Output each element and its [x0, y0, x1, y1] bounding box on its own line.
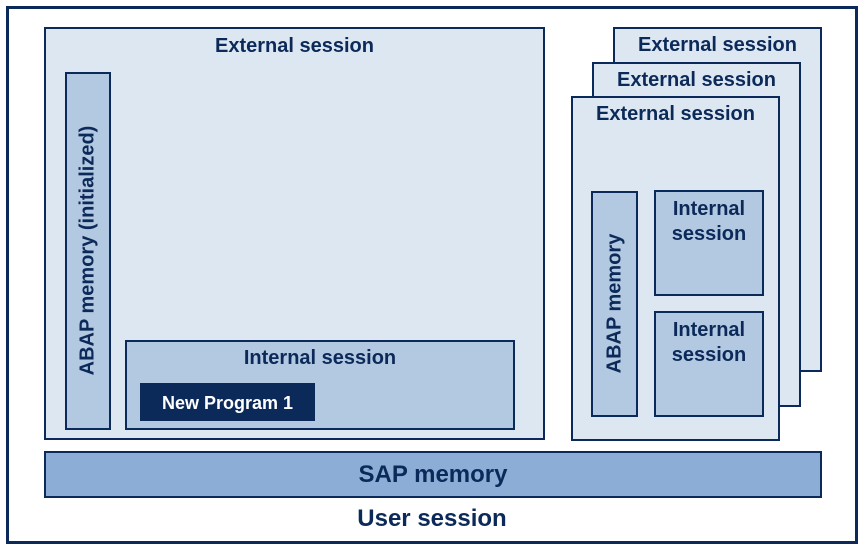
abap-memory-stacked-label: ABAP memory: [603, 233, 626, 374]
sap-memory-bar: SAP memory: [44, 451, 822, 498]
sap-memory-label: SAP memory: [358, 461, 508, 488]
abap-memory-stacked: ABAP memory: [591, 191, 638, 417]
internal-session-stacked-1-line2: session: [671, 223, 747, 245]
external-session-title: External session: [215, 35, 374, 57]
new-program-box: New Program 1: [140, 383, 315, 421]
internal-session-stacked-2: Internal session: [654, 311, 764, 417]
external-session-front-title: External session: [596, 103, 755, 125]
internal-session-title: Internal session: [243, 347, 397, 369]
internal-session-stacked-1-line1: Internal: [672, 198, 746, 220]
internal-session-stacked-1: Internal session: [654, 190, 764, 296]
external-session-middle-title: External session: [617, 69, 776, 91]
internal-session-stacked-2-line2: session: [671, 344, 747, 366]
new-program-label: New Program 1: [161, 393, 294, 413]
user-session-label: User session: [357, 505, 507, 532]
external-session-back-title: External session: [638, 34, 797, 56]
abap-memory-initialized-label: ABAP memory (initialized): [76, 125, 99, 376]
internal-session-stacked-2-line1: Internal: [672, 319, 746, 341]
abap-memory-initialized: ABAP memory (initialized): [65, 72, 111, 430]
